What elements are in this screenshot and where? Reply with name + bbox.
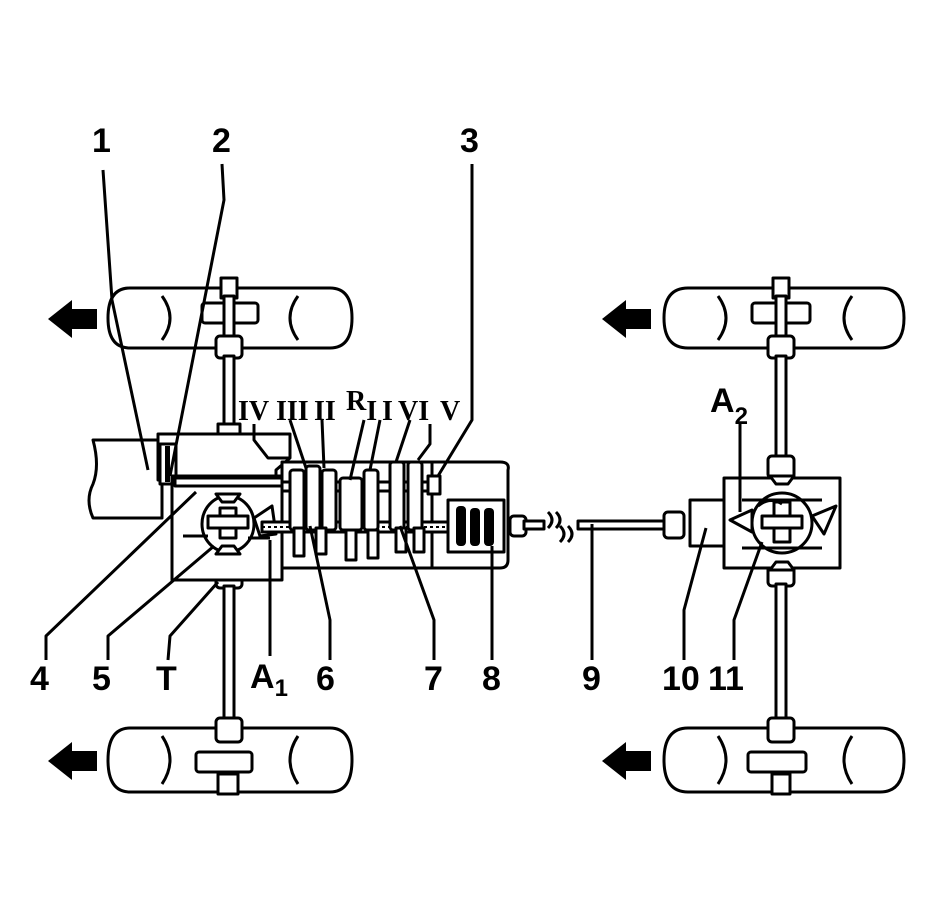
callout-7: 7 bbox=[424, 660, 443, 698]
center-differential bbox=[446, 498, 506, 554]
wheel-front-bottom bbox=[106, 726, 354, 794]
gear-labels: IV III II RI I VI V bbox=[238, 386, 460, 427]
callout-5: 5 bbox=[92, 660, 111, 698]
callout-3: 3 bbox=[460, 122, 479, 160]
callout-11: 11 bbox=[708, 660, 744, 698]
callout-labels: 1 2 3 4 5 T A1 6 7 8 9 10 11 A2 bbox=[30, 122, 748, 702]
gear-label-v: V bbox=[440, 396, 460, 427]
callout-6: 6 bbox=[316, 660, 335, 698]
callout-10: 10 bbox=[662, 660, 700, 698]
callout-a1-sub: 1 bbox=[275, 675, 288, 702]
callout-a2-main: A bbox=[710, 382, 735, 420]
front-differential bbox=[183, 492, 278, 556]
gear-label-iii: III bbox=[276, 396, 309, 427]
gear-label-r-sub: I bbox=[366, 396, 377, 427]
gear-label-iv: IV bbox=[238, 396, 269, 427]
direction-arrow-rear-bottom bbox=[602, 742, 651, 780]
gear-label-ii: II bbox=[314, 396, 336, 427]
callout-1: 1 bbox=[92, 122, 111, 160]
callout-4: 4 bbox=[30, 660, 49, 698]
callout-a2-sub: 2 bbox=[735, 403, 748, 430]
callout-a1: A1 bbox=[250, 658, 288, 702]
callout-2: 2 bbox=[212, 122, 231, 160]
gear-label-i: I bbox=[382, 396, 393, 427]
gear-label-vi: VI bbox=[398, 396, 429, 427]
callout-a1-main: A bbox=[250, 658, 275, 696]
callout-t: T bbox=[156, 660, 177, 698]
callout-9: 9 bbox=[582, 660, 601, 698]
direction-arrow-front-left bbox=[48, 300, 97, 338]
engine bbox=[87, 438, 164, 520]
gear-label-r-main: R bbox=[346, 386, 367, 417]
gear-label-connectors bbox=[288, 419, 412, 481]
leader-lines bbox=[44, 163, 764, 661]
rear-differential bbox=[728, 474, 838, 572]
callout-a2: A2 bbox=[710, 382, 748, 430]
direction-arrow-front-bottom bbox=[48, 742, 97, 780]
input-shaft bbox=[173, 476, 297, 488]
propeller-shaft bbox=[508, 510, 686, 544]
wheel-rear-bottom bbox=[662, 726, 906, 794]
callout-8: 8 bbox=[482, 660, 501, 698]
gear-label-r: RI bbox=[346, 386, 377, 427]
direction-arrow-rear-left bbox=[602, 300, 651, 338]
